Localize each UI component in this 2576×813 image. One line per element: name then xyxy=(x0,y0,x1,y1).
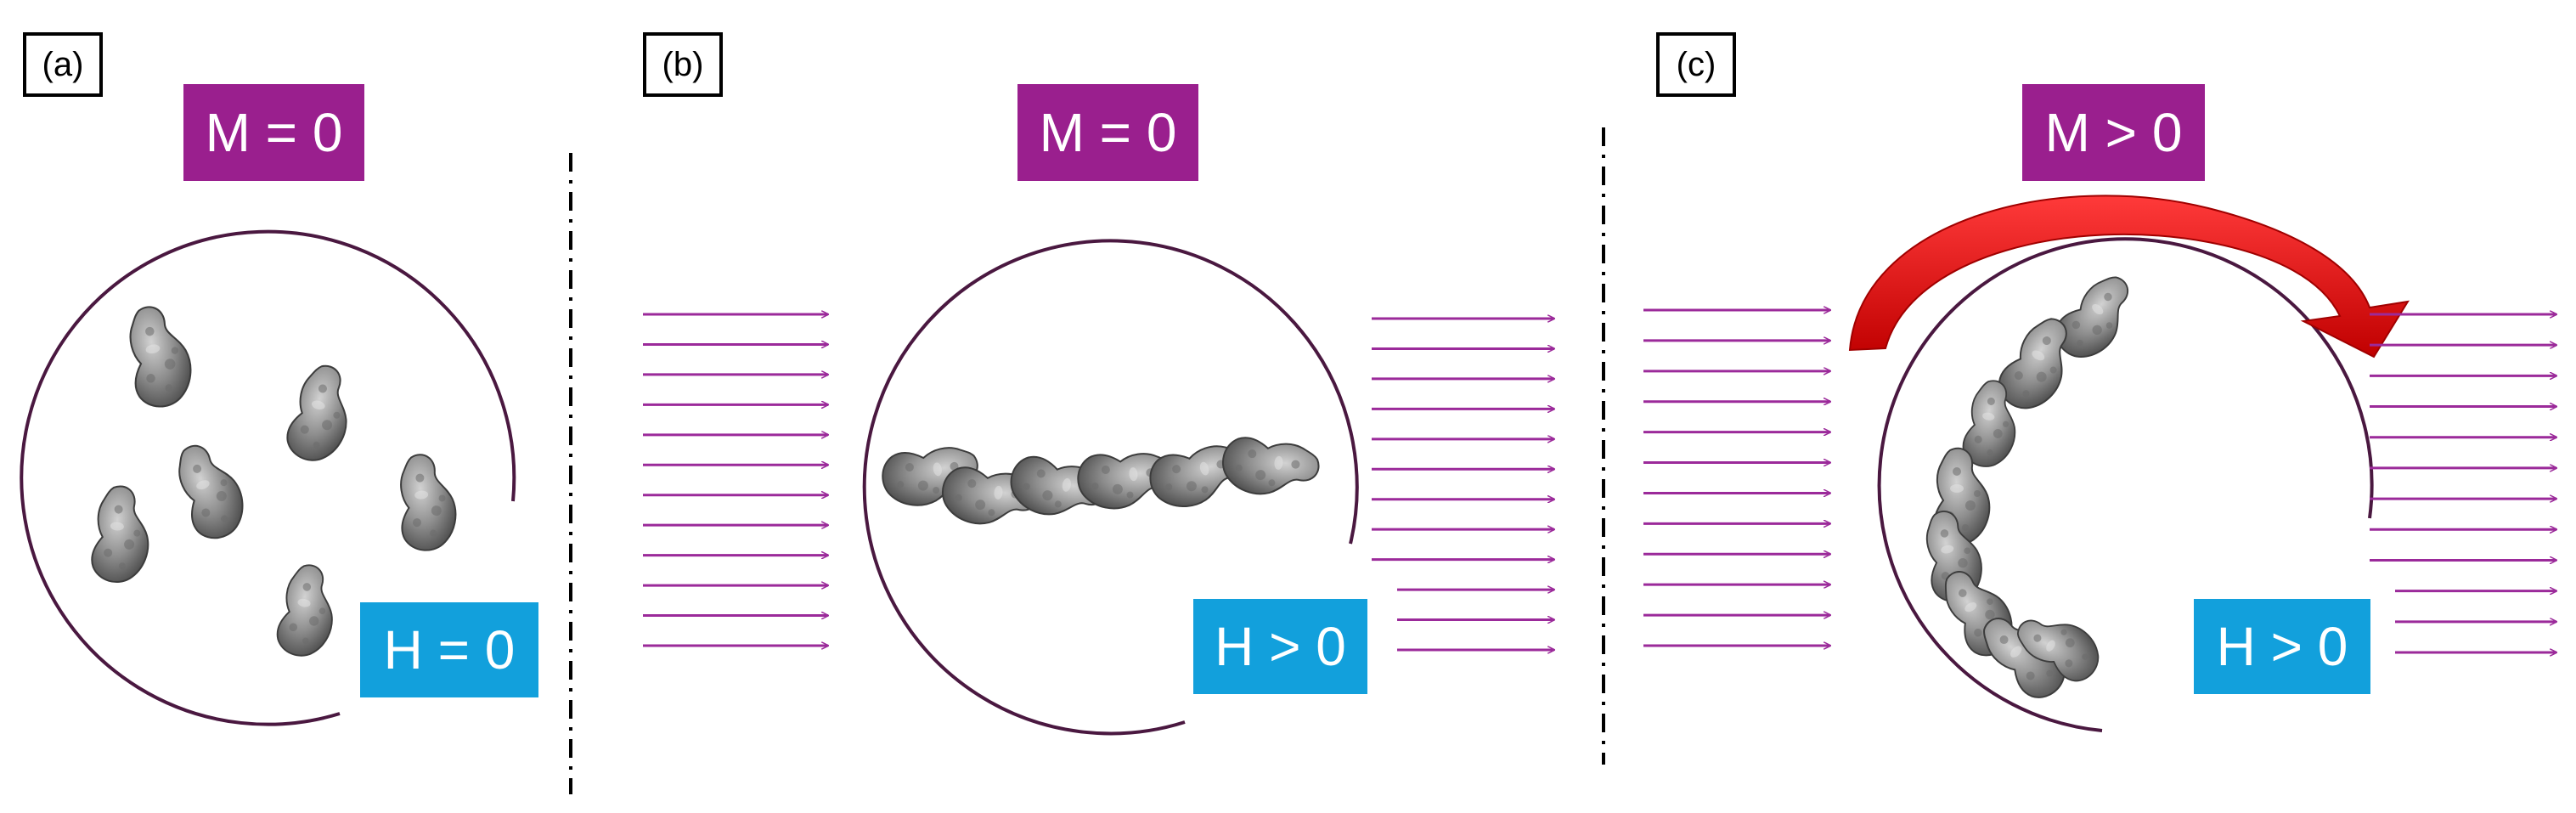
magnetization-badge-c: M > 0 xyxy=(2022,84,2205,181)
field-badge-c: H > 0 xyxy=(2194,599,2370,694)
particles xyxy=(91,276,2129,698)
rock-particle-icon xyxy=(1998,318,2067,409)
field-badge-a: H = 0 xyxy=(360,602,538,697)
rock-particle-icon xyxy=(1962,380,2016,467)
magnetization-badge-a: M = 0 xyxy=(183,84,364,181)
panel-label-c: (c) xyxy=(1656,32,1736,97)
panel-label-b: (b) xyxy=(643,32,723,97)
rock-particle-icon xyxy=(129,306,192,408)
rock-particle-icon xyxy=(1077,453,1175,510)
rock-particle-icon xyxy=(178,444,244,539)
field-badge-b: H > 0 xyxy=(1193,599,1367,694)
rock-particle-icon xyxy=(286,364,347,461)
panel-label-a: (a) xyxy=(23,32,103,97)
magnetization-badge-b: M = 0 xyxy=(1017,84,1198,181)
container-circle xyxy=(1877,237,2374,732)
rock-particle-icon xyxy=(276,564,333,657)
container-circle xyxy=(20,229,516,726)
curved-arrow-icon xyxy=(1848,195,2410,359)
rock-particle-icon xyxy=(2016,619,2100,682)
rock-particle-icon xyxy=(91,485,149,583)
rock-particle-icon xyxy=(2055,276,2129,358)
rock-particle-icon xyxy=(1222,437,1320,495)
container-circle xyxy=(862,239,1359,736)
rock-particle-icon xyxy=(400,454,457,551)
field-arrows xyxy=(643,310,2556,652)
